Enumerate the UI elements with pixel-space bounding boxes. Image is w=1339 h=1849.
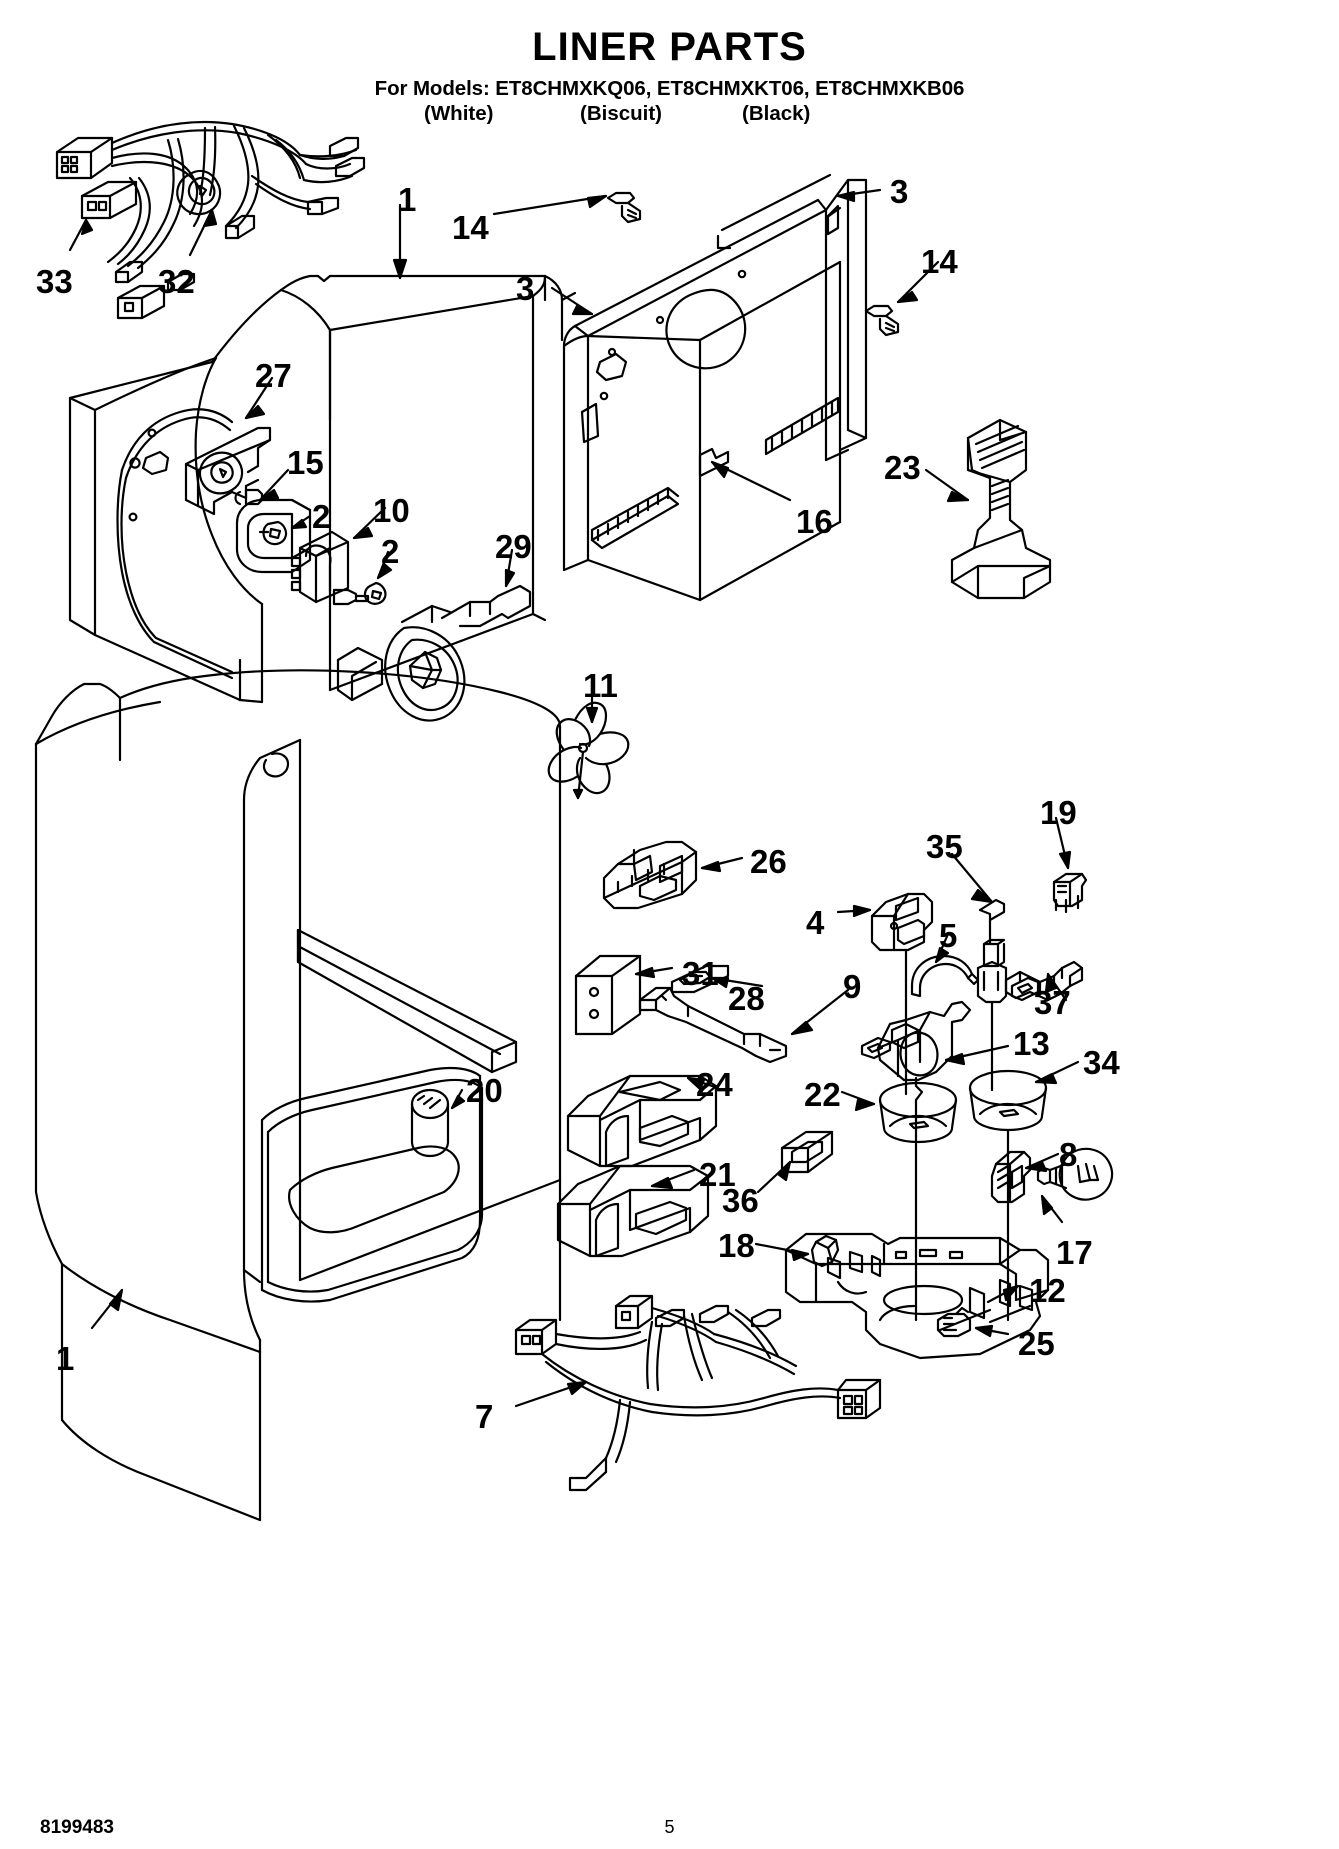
light-shield-26 xyxy=(602,840,744,910)
callout-19: 19 xyxy=(1040,794,1077,831)
base-pan-housing-12 xyxy=(784,1232,1050,1360)
rear-panel-assembly xyxy=(492,173,940,602)
callout-8: 8 xyxy=(1059,1136,1078,1173)
callout-27: 27 xyxy=(255,357,292,394)
callout-15: 15 xyxy=(287,444,324,481)
callout-2-a: 2 xyxy=(312,498,331,535)
callout-16: 16 xyxy=(796,503,833,540)
lamp-socket-17 xyxy=(990,1150,1064,1224)
color-label-white: (White) xyxy=(424,102,494,125)
roller-assembly-13 xyxy=(860,1000,1010,1322)
callout-24: 24 xyxy=(696,1066,733,1103)
callout-3-top: 3 xyxy=(890,173,909,210)
dispenser-23 xyxy=(924,418,1052,600)
clip-28 xyxy=(670,964,764,994)
callout-3-left: 3 xyxy=(516,270,535,307)
shelf-support-24 xyxy=(566,1074,720,1168)
page-header: LINER PARTS For Models: ET8CHMXKQ06, ET8… xyxy=(0,26,1339,128)
wire-harness-bottom xyxy=(514,1294,882,1492)
cup-washer-22 xyxy=(840,1081,958,1144)
wire-harness-top-left xyxy=(55,120,366,320)
color-label-biscuit: (Biscuit) xyxy=(580,102,662,125)
callout-14-top: 14 xyxy=(452,209,489,246)
callout-21: 21 xyxy=(699,1156,736,1193)
callout-10: 10 xyxy=(373,492,410,529)
lower-liner-cabinet xyxy=(34,669,562,1522)
mounting-plate-31 xyxy=(574,954,674,1036)
callout-14-right: 14 xyxy=(921,243,958,280)
cover-plate-36 xyxy=(756,1130,834,1194)
screw-2b xyxy=(363,550,393,605)
rod-pivot-35 xyxy=(950,852,1084,1092)
fan-shroud-29 xyxy=(336,548,532,722)
callout-2-b: 2 xyxy=(381,533,400,570)
callout-25: 25 xyxy=(1018,1325,1055,1362)
callout-33: 33 xyxy=(36,263,73,300)
clip-19 xyxy=(1052,816,1088,914)
callout-29: 29 xyxy=(495,528,532,565)
part-number: 8199483 xyxy=(40,1817,114,1838)
callout-12: 12 xyxy=(1029,1272,1066,1309)
callout-18: 18 xyxy=(718,1227,755,1264)
callout-34: 34 xyxy=(1083,1044,1120,1081)
screw-2a xyxy=(258,514,312,546)
thermostat-10 xyxy=(290,506,387,606)
linkage-arm-9 xyxy=(638,986,850,1064)
bracket-27 xyxy=(184,376,274,516)
light-bulb-8 xyxy=(1024,1147,1114,1201)
callout-5: 5 xyxy=(939,917,958,954)
callout-13: 13 xyxy=(1013,1025,1050,1062)
callout-32: 32 xyxy=(158,263,195,300)
fan-blade-11 xyxy=(547,690,630,800)
callout-36: 36 xyxy=(722,1182,759,1219)
callout-9: 9 xyxy=(843,968,862,1005)
page-number: 5 xyxy=(664,1817,675,1837)
callout-35: 35 xyxy=(926,828,963,865)
plug-button-20 xyxy=(410,1088,466,1158)
callout-28: 28 xyxy=(728,980,765,1017)
callout-17: 17 xyxy=(1056,1234,1093,1271)
color-label-black: (Black) xyxy=(742,102,811,125)
retainer-clip-5 xyxy=(910,932,980,998)
callout-26: 26 xyxy=(750,843,787,880)
callout-22: 22 xyxy=(804,1076,841,1113)
callout-20: 20 xyxy=(466,1072,503,1109)
damper-control-4 xyxy=(836,892,934,1096)
callout-31: 31 xyxy=(682,955,719,992)
cup-washer-34 xyxy=(968,1060,1080,1322)
upper-liner-cabinet xyxy=(68,203,577,704)
page-title: LINER PARTS xyxy=(532,25,807,69)
callout-7: 7 xyxy=(475,1398,494,1435)
callout-1-lower: 1 xyxy=(56,1340,75,1377)
callout-11: 11 xyxy=(583,667,618,704)
callout-23: 23 xyxy=(884,449,921,486)
callout-37: 37 xyxy=(1034,984,1071,1021)
callout-1-upper: 1 xyxy=(398,181,417,218)
callout-4: 4 xyxy=(806,904,825,941)
models-line: For Models: ET8CHMXKQ06, ET8CHMXKT06, ET… xyxy=(374,77,965,100)
colors-line: (White) (Biscuit) (Black) xyxy=(0,102,1339,128)
shelf-support-21 xyxy=(556,1164,710,1258)
